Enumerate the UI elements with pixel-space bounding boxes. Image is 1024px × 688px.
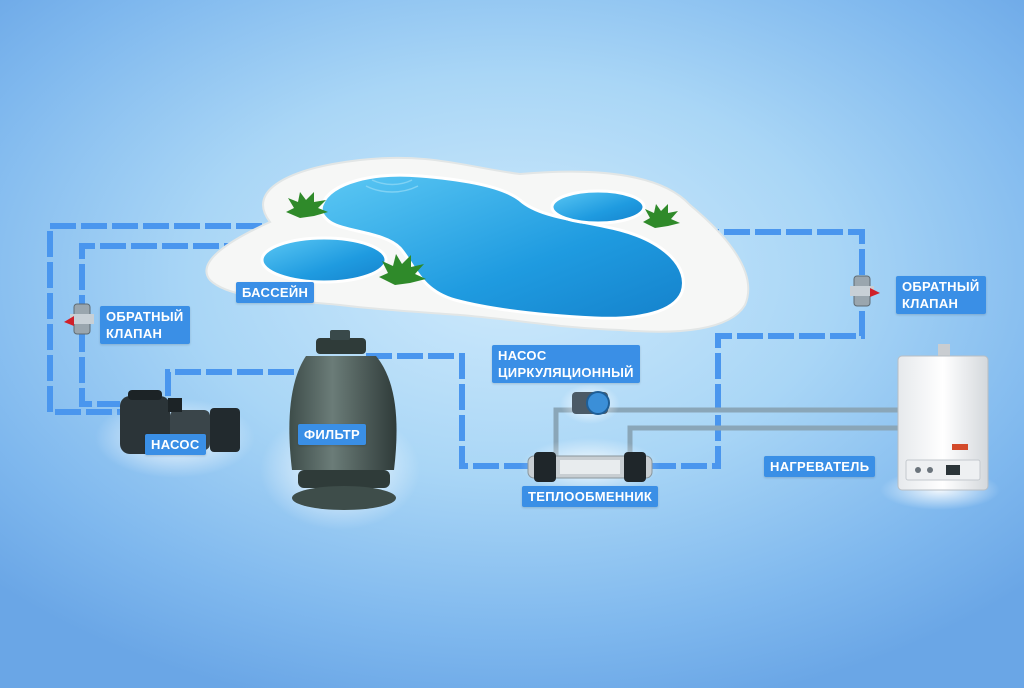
check-valve-right-label: ОБРАТНЫЙ КЛАПАН [896, 276, 986, 314]
circulation-pump-line1: НАСОС [498, 348, 547, 363]
pipe-return-left-inner [79, 243, 250, 407]
circulation-pump-label: НАСОС ЦИРКУЛЯЦИОННЫЙ [492, 345, 640, 383]
check-valve-left-line1: ОБРАТНЫЙ [106, 309, 184, 324]
circulation-pump-icon [560, 384, 620, 424]
heat-exchanger-icon [520, 438, 660, 494]
pipe-filter-to-exchanger [366, 353, 530, 469]
check-valve-right-line2: КЛАПАН [902, 296, 959, 311]
pump-label: НАСОС [145, 434, 206, 455]
pipe-return-left-outer [47, 223, 262, 415]
pool-steps [365, 179, 419, 193]
check-valve-right-line1: ОБРАТНЫЙ [902, 279, 980, 294]
spa-right-water [550, 189, 646, 225]
check-valve-left-line2: КЛАПАН [106, 326, 163, 341]
pipe-exchanger-to-pool [650, 229, 865, 469]
spa-left-water [260, 236, 388, 284]
pipes-blue [47, 223, 865, 469]
circulation-pump-line2: ЦИРКУЛЯЦИОННЫЙ [498, 365, 634, 380]
pipe-heater-return [627, 425, 900, 458]
plant-icon [286, 192, 680, 285]
pipe-pump-to-filter [165, 369, 312, 396]
main-pool-water [319, 173, 685, 320]
heat-exchanger-label: ТЕПЛООБМЕННИК [522, 486, 659, 507]
pool [205, 156, 750, 333]
pool-label: БАССЕЙН [236, 282, 315, 303]
boiler-icon [880, 344, 1000, 510]
check-valve-icon [64, 303, 94, 335]
filter-label: ФИЛЬТР [298, 424, 367, 445]
check-valve-left-label: ОБРАТНЫЙ КЛАПАН [100, 306, 190, 344]
heater-label: НАГРЕВАТЕЛЬ [764, 456, 876, 477]
check-valve-icon [850, 275, 880, 307]
